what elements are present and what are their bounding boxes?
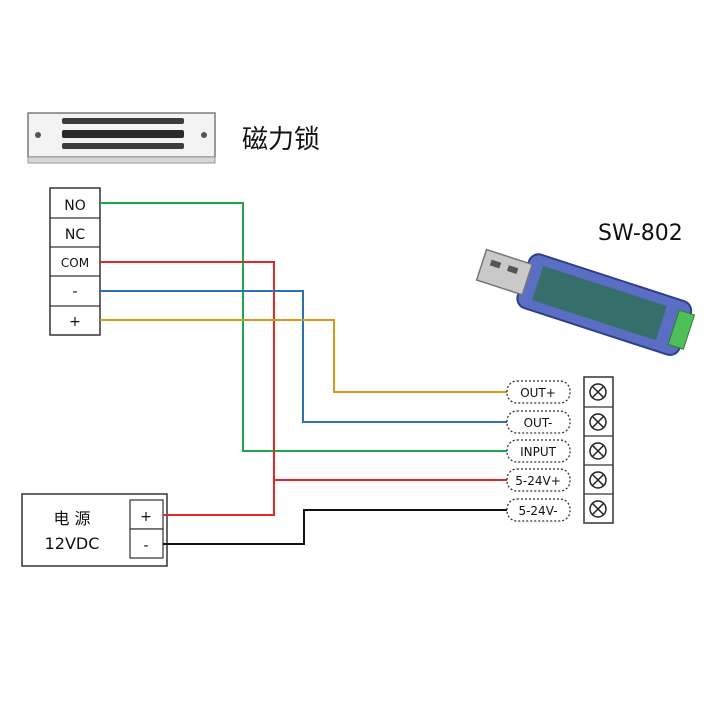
usb-adapter-icon: [475, 248, 696, 356]
relay-terminal-nc: NC: [65, 227, 85, 243]
terminal-label-out-minus: OUT-: [524, 416, 553, 430]
terminal-label-out-plus: OUT+: [520, 386, 556, 400]
screw-terminal-icon: [589, 442, 607, 460]
wires: [100, 202, 507, 545]
maglock-label: 磁力锁: [242, 125, 320, 155]
wire-black-psu-minus-to-24v-minus: [163, 509, 507, 545]
device-model-label: SW-802: [598, 221, 683, 246]
wire-orange-plus-to-out-plus: [100, 319, 507, 393]
wire-red-com-to-24v-plus: [100, 261, 507, 481]
screw-terminal-icon: [589, 383, 607, 401]
relay-terminal-plus: +: [69, 314, 81, 330]
power-supply-minus: -: [143, 538, 148, 554]
wire-blue-minus-to-out-minus: [100, 290, 507, 423]
sw802-screw-terminal-block: [583, 376, 614, 524]
maglock-icon: [27, 112, 216, 164]
power-supply: 电 源 12VDC + -: [21, 493, 168, 567]
relay-terminal-block: NO NC COM - +: [49, 187, 101, 336]
terminal-label-24v-plus: 5-24V+: [515, 474, 561, 488]
power-supply-plus: +: [140, 509, 152, 525]
terminal-label-input: INPUT: [520, 445, 557, 459]
power-supply-title: 电 源: [53, 509, 90, 528]
terminal-label-24v-minus: 5-24V-: [518, 504, 557, 518]
screw-terminal-icon: [589, 500, 607, 518]
relay-terminal-no: NO: [64, 198, 86, 214]
relay-terminal-minus: -: [72, 284, 77, 300]
screw-terminal-icon: [589, 413, 607, 431]
wire-red-psu-plus: [163, 480, 275, 516]
relay-terminal-com: COM: [61, 256, 89, 270]
wire-green-no-to-input: [100, 202, 507, 452]
power-supply-voltage: 12VDC: [45, 534, 100, 553]
screw-terminal-icon: [589, 471, 607, 489]
sw802-terminal-labels: OUT+ OUT- INPUT 5-24V+ 5-24V-: [506, 380, 571, 522]
